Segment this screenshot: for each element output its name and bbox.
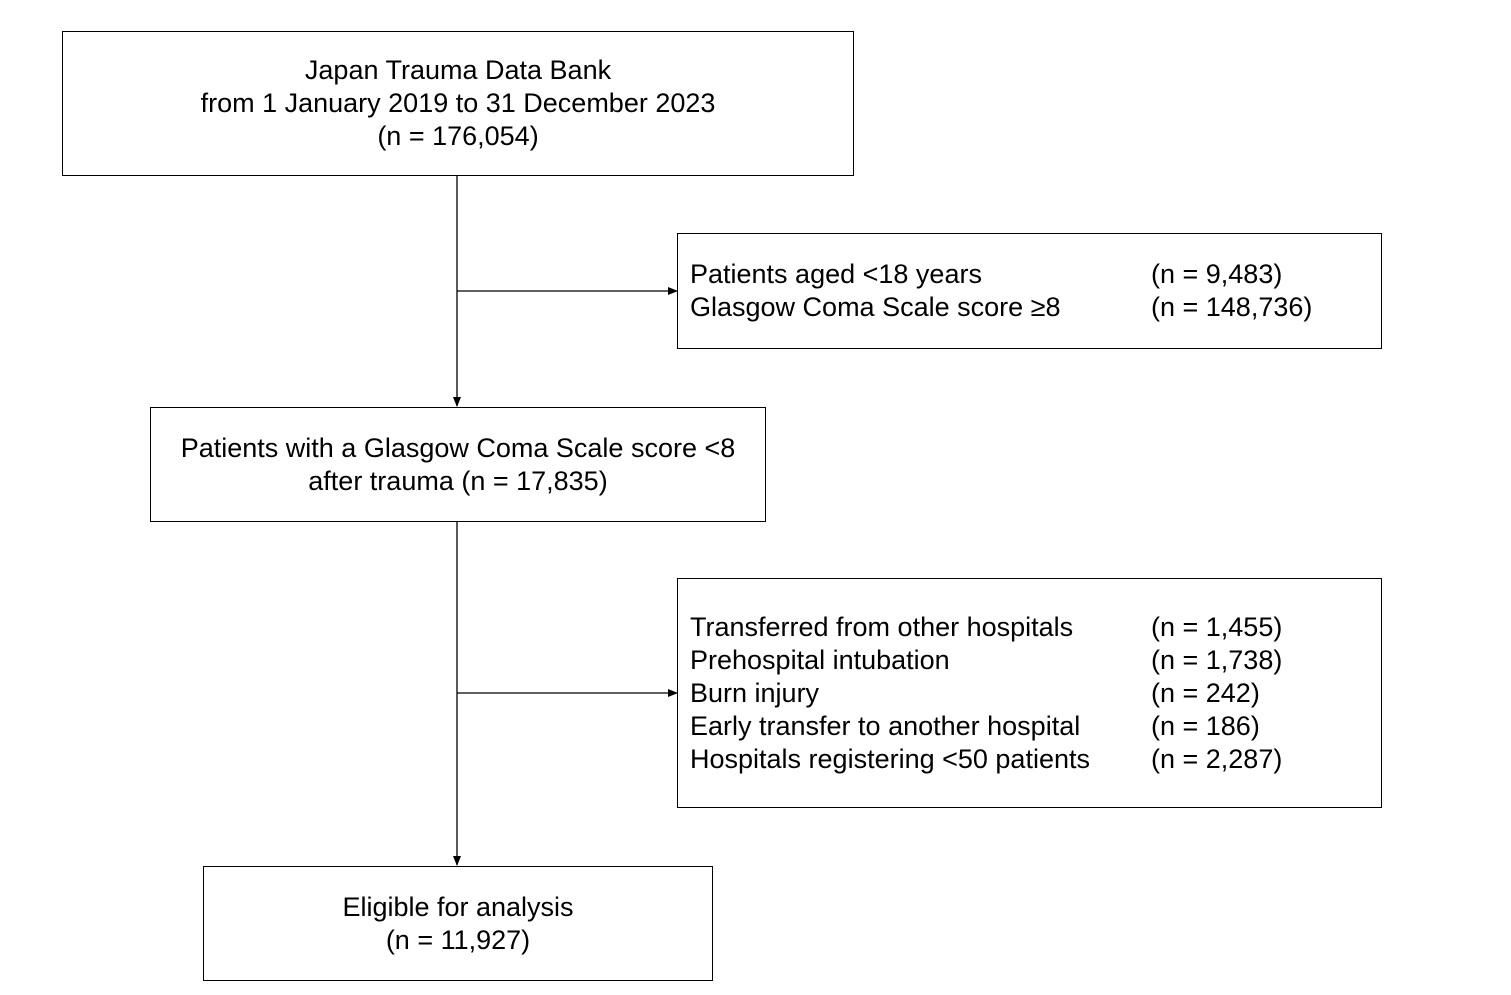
gcs-cohort-box: Patients with a Glasgow Coma Scale score… (150, 407, 766, 522)
exclusion-label: Burn injury (690, 677, 820, 708)
exclusion-label: Glasgow Coma Scale score ≥8 (690, 292, 1061, 322)
exclusion-item: Patients aged <18 years (n = 9,483) (690, 258, 1381, 291)
exclusion-item: Transferred from other hospitals (n = 1,… (690, 611, 1381, 644)
gcs-cohort-line-2: after trauma (n = 17,835) (308, 465, 608, 496)
exclusion-box-2: Transferred from other hospitals (n = 1,… (677, 578, 1382, 808)
source-title: Japan Trauma Data Bank (304, 55, 612, 85)
exclusion-count: (n = 9,483) (1151, 259, 1283, 289)
source-date-range: from 1 January 2019 to 31 December 2023 (200, 88, 716, 118)
exclusion-count: (n = 1,738) (1151, 644, 1283, 675)
exclusion-item: Early transfer to another hospital (n = … (690, 710, 1381, 743)
exclusion-item: Burn injury (n = 242) (690, 677, 1381, 710)
source-count: (n = 176,054) (377, 121, 539, 151)
exclusion-label: Early transfer to another hospital (690, 710, 1081, 741)
exclusion-item: Prehospital intubation (n = 1,738) (690, 644, 1381, 677)
exclusion-count: (n = 148,736) (1151, 292, 1313, 322)
exclusion-label: Transferred from other hospitals (690, 611, 1074, 642)
final-cohort-box: Eligible for analysis (n = 11,927) (203, 866, 713, 981)
final-cohort-label: Eligible for analysis (342, 891, 574, 922)
source-box: Japan Trauma Data Bank from 1 January 20… (62, 31, 854, 176)
exclusion-item: Hospitals registering <50 patients (n = … (690, 743, 1381, 776)
gcs-cohort-line-1: Patients with a Glasgow Coma Scale score… (180, 432, 736, 463)
exclusion-label: Hospitals registering <50 patients (690, 743, 1090, 774)
exclusion-label: Patients aged <18 years (690, 259, 982, 289)
exclusion-count: (n = 186) (1151, 710, 1260, 741)
exclusion-item: Glasgow Coma Scale score ≥8 (n = 148,736… (690, 291, 1381, 324)
exclusion-label: Prehospital intubation (690, 644, 950, 675)
exclusion-count: (n = 2,287) (1151, 743, 1283, 774)
exclusion-count: (n = 1,455) (1151, 611, 1283, 642)
final-cohort-count: (n = 11,927) (385, 924, 531, 955)
exclusion-count: (n = 242) (1151, 677, 1260, 708)
exclusion-box-1: Patients aged <18 years (n = 9,483) Glas… (677, 233, 1382, 349)
